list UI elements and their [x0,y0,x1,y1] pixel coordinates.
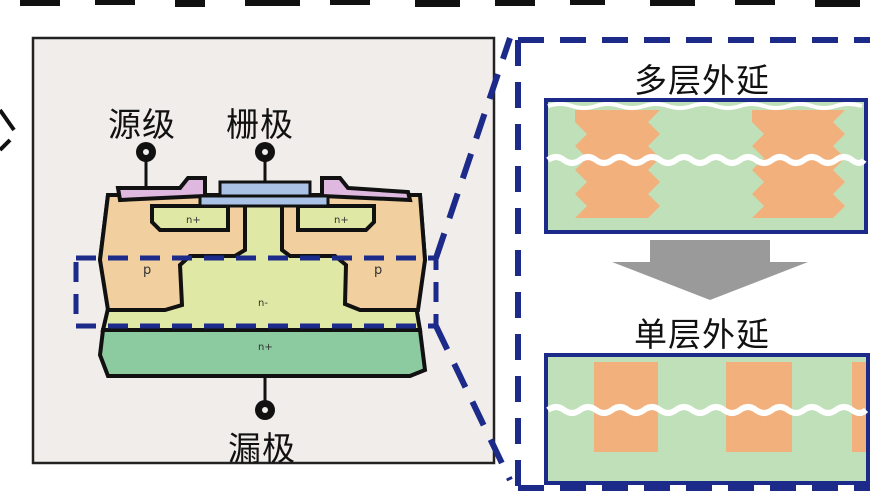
n-plus-substrate [97,328,428,378]
label-n-plus-left: n+ [186,215,201,226]
right-dashed-frame [515,37,870,491]
zoom-line-bottom [433,324,513,482]
down-arrow-icon [612,240,808,300]
label-p-right: p [374,263,382,278]
top-title-strokes [20,0,860,7]
dashed-highlight-region [73,255,439,329]
single-pillar-3 [852,362,866,452]
single-interface-middle [546,404,869,416]
label-n-plus-right: n+ [334,215,349,226]
label-n-plus-substrate: n+ [258,342,273,353]
label-p-left: p [143,263,151,278]
multi-layer-title: 多层外延 [634,61,770,100]
gate-terminal-dot [262,149,268,155]
multi-interface-top [547,102,863,110]
source-label: 源级 [108,105,176,144]
drain-label: 漏极 [228,429,296,468]
source-metal-left [115,176,207,203]
single-layer-epi-panel [544,353,870,485]
gate-label: 栅极 [226,105,294,144]
single-layer-title: 单层外延 [634,315,770,354]
multi-interface-middle [546,154,867,166]
left-edge-glyph-fragment [0,108,16,152]
n-plus-well-right [296,204,376,232]
drain-terminal-dot [262,407,268,413]
label-n-minus: n- [258,298,268,309]
gate-electrode [218,180,312,198]
source-terminal-dot [143,149,149,155]
multi-layer-epi-panel [544,98,868,234]
zoom-line-top [433,37,513,259]
multi-pillar-left [575,110,660,218]
